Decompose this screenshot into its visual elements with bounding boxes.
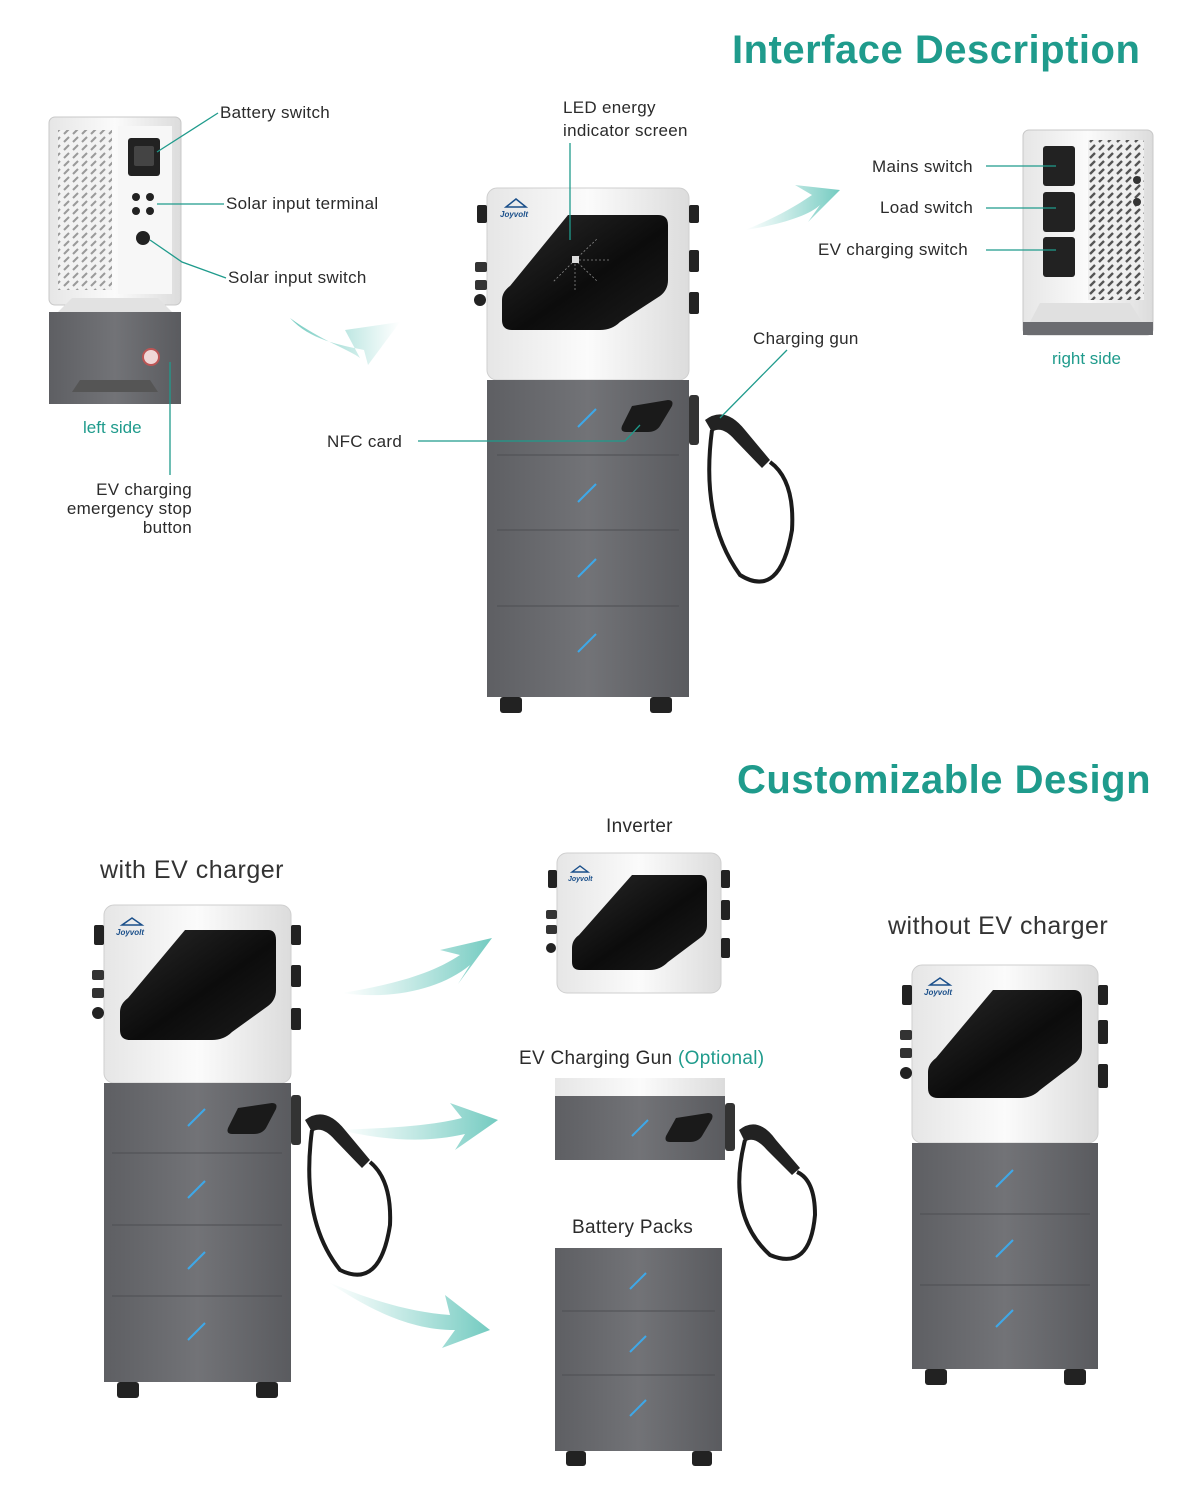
right-side-view bbox=[1022, 129, 1154, 336]
inverter-module: Joyvolt bbox=[546, 852, 730, 994]
nfc-card-reader bbox=[621, 400, 673, 432]
mains-switch-icon bbox=[1043, 146, 1075, 186]
ev-switch-icon bbox=[1043, 237, 1075, 277]
led-indicator-screen bbox=[502, 215, 668, 330]
brand-logo-3: Joyvolt bbox=[568, 876, 593, 883]
brand-logo-2: Joyvolt bbox=[116, 928, 144, 937]
left-side-view bbox=[48, 116, 182, 404]
solar-input-switch-label: Solar input switch bbox=[228, 268, 367, 287]
charging-gun-icon bbox=[705, 414, 770, 468]
ev-stop-line-3: button bbox=[142, 518, 192, 537]
battery-switch-label: Battery switch bbox=[220, 103, 331, 122]
unit-without-ev-charger: Joyvolt bbox=[900, 964, 1108, 1385]
center-leader-lines bbox=[418, 143, 788, 442]
brand-logo: Joyvolt bbox=[500, 210, 528, 219]
ev-charging-gun-label: EV Charging Gun (Optional) bbox=[519, 1048, 764, 1070]
load-switch-label: Load switch bbox=[880, 198, 974, 217]
solar-switch-knob-icon bbox=[136, 231, 150, 245]
ev-emergency-stop-label: EV charging emergency stop button bbox=[40, 480, 192, 537]
unit-with-ev-charger: Joyvolt bbox=[92, 904, 393, 1398]
battery-packs-module bbox=[555, 1248, 722, 1466]
led-screen-label: LED energy indicator screen bbox=[563, 96, 688, 142]
inverter-label: Inverter bbox=[606, 816, 673, 837]
nfc-card-label: NFC card bbox=[327, 432, 403, 451]
ev-stop-line-1: EV charging bbox=[96, 480, 192, 499]
right-leader-lines bbox=[986, 165, 1056, 251]
led-line-2: indicator screen bbox=[563, 121, 688, 140]
without-ev-charger-label: without EV charger bbox=[888, 912, 1109, 940]
ev-gun-text: EV Charging Gun bbox=[519, 1048, 673, 1069]
emergency-stop-icon bbox=[142, 348, 160, 366]
led-bar-1 bbox=[577, 408, 597, 428]
brand-logo-4: Joyvolt bbox=[924, 988, 952, 997]
left-leader-lines bbox=[149, 112, 227, 475]
arrow-to-inverter bbox=[342, 938, 492, 996]
mains-switch-label: Mains switch bbox=[872, 157, 973, 176]
main-unit-center: Joyvolt bbox=[474, 187, 795, 713]
with-ev-charger-label: with EV charger bbox=[100, 856, 284, 884]
arrow-left-decoration bbox=[290, 318, 400, 365]
optional-text: (Optional) bbox=[678, 1048, 765, 1069]
charging-gun-label: Charging gun bbox=[753, 329, 859, 348]
right-side-caption: right side bbox=[1052, 349, 1121, 368]
load-switch-icon bbox=[1043, 192, 1075, 232]
ev-charging-switch-label: EV charging switch bbox=[818, 240, 968, 259]
battery-packs-label: Battery Packs bbox=[572, 1217, 694, 1238]
ev-stop-line-2: emergency stop bbox=[66, 499, 192, 518]
customizable-design-title: Customizable Design bbox=[737, 758, 1152, 802]
arrow-to-gun bbox=[340, 1103, 498, 1150]
interface-description-title: Interface Description bbox=[732, 28, 1141, 72]
solar-input-terminal-label: Solar input terminal bbox=[226, 194, 379, 213]
arrow-to-battery bbox=[328, 1282, 490, 1348]
left-side-caption: left side bbox=[83, 418, 142, 437]
ev-gun-module bbox=[555, 1078, 818, 1261]
arrow-right-decoration bbox=[745, 185, 840, 230]
led-line-1: LED energy bbox=[563, 98, 656, 117]
